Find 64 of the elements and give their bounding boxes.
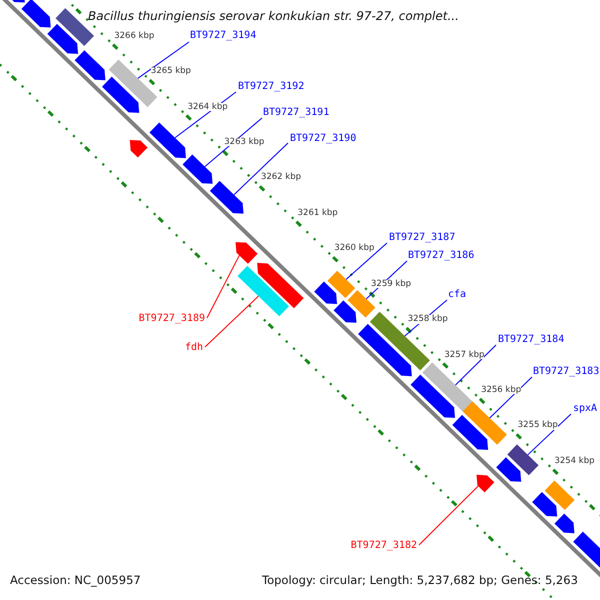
gene-label: BT9727_3184 [498,335,564,345]
leader-line [234,142,288,196]
gene-label: fdh [184,343,203,353]
gene-box [507,444,539,476]
gene-label: BT9727_3190 [290,134,356,144]
tick-label: 3262 kbp [260,173,302,182]
gene-feature [130,140,148,158]
gene-box [462,401,507,445]
gene-feature [102,76,140,113]
leader-line [489,376,532,418]
gene-box [327,270,356,298]
gene-box [348,290,376,318]
leader-line [204,296,259,348]
gene-label: BT9727_3186 [408,251,474,261]
gene-feature [532,492,558,517]
gene-label: BT9727_3189 [138,314,205,324]
tick-label: 3258 kbp [408,315,448,324]
footer-text: Topology: circular; Length: 5,237,682 bp; Genes: 5,263 [262,575,578,586]
gene-feature [21,0,51,28]
gene-label: BT9727_3194 [190,31,256,41]
gene-feature [314,282,338,304]
gene-label: BT9727_3187 [389,233,456,243]
gene-feature [476,474,494,492]
tick-label: 3261 kbp [298,208,338,218]
tick-label: 3265 kbp [150,67,191,76]
gene-label: cfa [448,290,466,300]
gene-feature [452,414,488,450]
leader-line [204,118,262,168]
leader-line [418,486,479,546]
diagram-title: Bacillus thuringiensis serovar konkukian str. 97-27, complet... [88,10,459,22]
gene-feature [182,154,213,184]
gene-label: BT9727_3183 [533,367,600,377]
tick-label: 3259 kbp [371,280,412,288]
tick-label: 3254 kbp [554,456,595,466]
leader-line [346,242,388,280]
gene-feature [47,24,78,54]
tick-label: 3263 kbp [224,138,264,146]
leader-line [455,344,496,386]
gene-box [238,266,289,316]
gene-feature [257,262,304,308]
gene-box [544,480,575,510]
gene-feature [410,374,455,418]
tick-label: 3264 kbp [188,102,228,112]
tick-label: 3266 kbp [114,32,154,40]
gene-label: BT9727_3191 [263,108,330,118]
tick-label: 3257 kbp [444,350,484,359]
leader-line [137,42,190,79]
gene-feature [334,300,356,323]
tick-label: 3256 kbp [481,386,522,394]
gene-label: BT9727_3182 [350,541,417,551]
gene-box [370,312,430,370]
tick-label: 3260 kbp [334,244,374,253]
gene-feature [149,122,186,158]
tick-label: 3255 kbp [518,421,558,430]
footer-text: Accession: NC_005957 [10,575,141,586]
gene-feature [554,514,574,534]
gene-feature [496,457,522,482]
gene-feature [358,324,412,376]
leader-line [206,254,240,318]
leader-line [527,414,572,456]
gene-label: BT9727_3192 [238,82,304,92]
gene-feature [210,180,244,214]
gene-feature [74,50,106,80]
gene-label: spxA [573,404,598,414]
